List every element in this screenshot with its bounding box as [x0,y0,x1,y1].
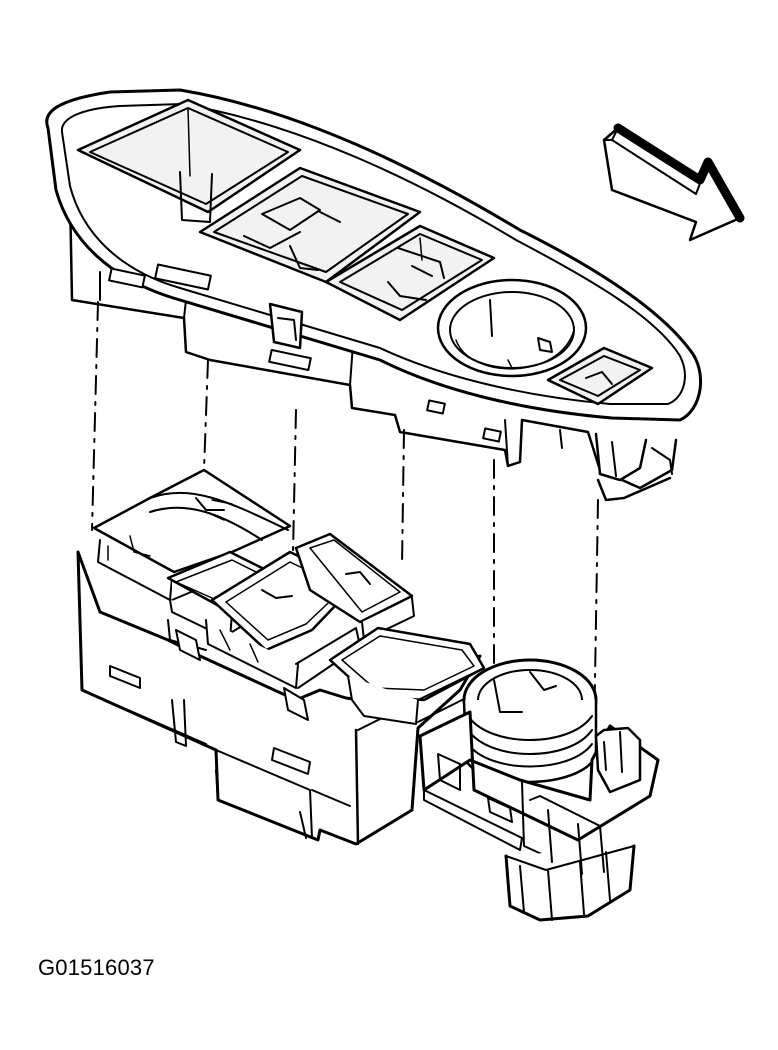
switch-opening-1 [76,98,302,223]
switch-opening-2 [198,166,422,284]
switch-module [76,468,487,846]
switch-bezel [45,88,703,502]
arrow-right-down-icon [602,123,745,242]
figure-id-label: G01516037 [38,955,155,980]
window-lock-opening [546,346,654,406]
lock-switch-connector [418,658,660,922]
lock-switch-opening [436,278,588,378]
window-switch-5 [328,626,487,725]
switch-opening-3 [324,224,496,322]
